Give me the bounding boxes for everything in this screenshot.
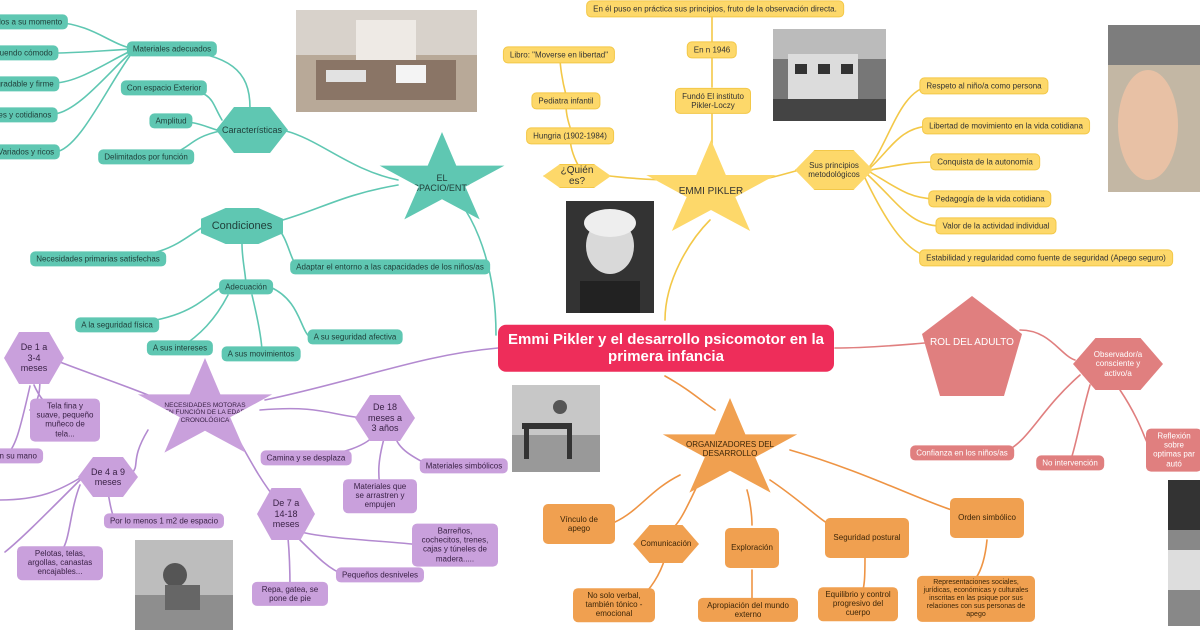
seguridad-postural-node[interactable]: Seguridad postural bbox=[825, 518, 909, 558]
no-verbal-node[interactable]: No solo verbal, también tónico -emociona… bbox=[573, 588, 655, 622]
tela-node[interactable]: Tela fina y suave, pequeño muñeco de tel… bbox=[30, 398, 100, 442]
seguridad-fisica-node[interactable]: A la seguridad física bbox=[75, 317, 159, 333]
necesidades-primarias-node[interactable]: Necesidades primarias satisfechas bbox=[30, 251, 166, 267]
emmi-pikler-portrait bbox=[566, 201, 654, 313]
material-item-3[interactable]: gradable y firme bbox=[0, 76, 60, 92]
material-item-1[interactable]: ados a su momento bbox=[0, 14, 69, 30]
material-item-2[interactable]: tuendo cómodo bbox=[0, 45, 59, 61]
mano-node[interactable]: on su mano bbox=[0, 448, 43, 464]
principio-libertad[interactable]: Libertad de movimiento en la vida cotidi… bbox=[922, 117, 1090, 135]
principio-respeto[interactable]: Respeto al niño/a como persona bbox=[919, 77, 1049, 95]
condiciones-node[interactable]: Condiciones bbox=[201, 208, 283, 244]
amplitud-node[interactable]: Amplitud bbox=[149, 113, 193, 129]
room-photo bbox=[296, 10, 477, 112]
arrastren-node[interactable]: Materiales que se arrastren y empujen bbox=[343, 479, 417, 513]
rol-adulto-label: ROL DEL ADULTO bbox=[930, 337, 1014, 349]
adaptar-node[interactable]: Adaptar el entorno a las capacidades de … bbox=[290, 259, 490, 275]
principio-estabilidad[interactable]: Estabilidad y regularidad como fuente de… bbox=[919, 249, 1173, 267]
material-item-5[interactable]: Variados y ricos bbox=[0, 144, 61, 160]
espacio-label: EL ESPACIO/ENTORNO bbox=[407, 172, 494, 193]
principios-node[interactable]: Sus principios metodológicos bbox=[795, 150, 873, 190]
orden-simbolico-node[interactable]: Orden simbólico bbox=[950, 498, 1024, 538]
movimientos-node[interactable]: A sus movimientos bbox=[221, 346, 301, 362]
vinculo-node[interactable]: Vínculo de apego bbox=[543, 504, 615, 544]
central-topic[interactable]: Emmi Pikler y el desarrollo psicomotor e… bbox=[498, 324, 834, 372]
equilibrio-node[interactable]: Equilibrio y control progresivo del cuer… bbox=[818, 587, 898, 621]
delimitados-node[interactable]: Delimitados por función bbox=[98, 149, 194, 165]
principio-actividad[interactable]: Valor de la actividad individual bbox=[935, 217, 1057, 235]
afectiva-node[interactable]: A su seguridad afectiva bbox=[307, 329, 403, 345]
building-photo bbox=[773, 29, 886, 121]
confianza-node[interactable]: Confianza en los niños/as bbox=[910, 445, 1014, 461]
emmi-pikler-label: EMMI PIKLER bbox=[678, 186, 744, 198]
m2-node[interactable]: Por lo menos 1 m2 de espacio bbox=[103, 513, 225, 529]
en-1946-node[interactable]: En n 1946 bbox=[686, 41, 738, 59]
exploracion-node[interactable]: Exploración bbox=[725, 528, 779, 568]
pelotas-node[interactable]: Pelotas, telas, argollas, canastas encaj… bbox=[17, 546, 103, 580]
representaciones-node[interactable]: Representaciones sociales, jurídicas, ec… bbox=[917, 575, 1035, 623]
materiales-node[interactable]: Materiales adecuados bbox=[126, 41, 218, 57]
hungria-node[interactable]: Hungria (1902-1984) bbox=[526, 127, 614, 145]
exterior-node[interactable]: Con espacio Exterior bbox=[120, 80, 208, 96]
baby-photo bbox=[135, 540, 233, 630]
puso-node[interactable]: En él puso en práctica sus principios, f… bbox=[586, 0, 844, 18]
desniveles-node[interactable]: Pequeños desniveles bbox=[335, 567, 425, 583]
necesidades-label: NECESIDADES MOTORAS EN FUNCIÓN DE LA EDA… bbox=[164, 401, 246, 424]
adecuacion-node[interactable]: Adecuación bbox=[219, 279, 273, 295]
repa-node[interactable]: Repa, gatea, se pone de pie bbox=[252, 581, 328, 607]
principio-autonomia[interactable]: Conquista de la autonomía bbox=[930, 153, 1040, 171]
libro-node[interactable]: Libro: "Moverse en libertad" bbox=[502, 46, 616, 64]
fundo-node[interactable]: Fundó El instituto Pikler-Loczy bbox=[675, 87, 751, 115]
intereses-node[interactable]: A sus intereses bbox=[146, 340, 214, 356]
barrenos-node[interactable]: Barreños, cochecitos, trenes, cajas y tú… bbox=[412, 523, 498, 567]
reflexion-node[interactable]: Reflexión sobre optimas par autó bbox=[1146, 428, 1200, 472]
pediatra-node[interactable]: Pediatra infantil bbox=[531, 92, 601, 110]
intervencion-node[interactable]: No intervención bbox=[1036, 455, 1104, 471]
child-climbing-photo bbox=[512, 385, 600, 472]
camina-node[interactable]: Camina y se desplaza bbox=[260, 450, 352, 466]
side-photo bbox=[1168, 480, 1200, 626]
organizadores-label: ORGANIZADORES DEL DESARROLLO bbox=[685, 439, 774, 458]
feet-photo bbox=[1108, 25, 1200, 192]
material-item-4[interactable]: les y cotidianos bbox=[0, 107, 58, 123]
principio-pedagogia[interactable]: Pedagogía de la vida cotidiana bbox=[928, 190, 1052, 208]
simbolicos-node[interactable]: Materiales simbólicos bbox=[419, 458, 509, 474]
apropiacion-node[interactable]: Apropiación del mundo externo bbox=[698, 597, 798, 623]
